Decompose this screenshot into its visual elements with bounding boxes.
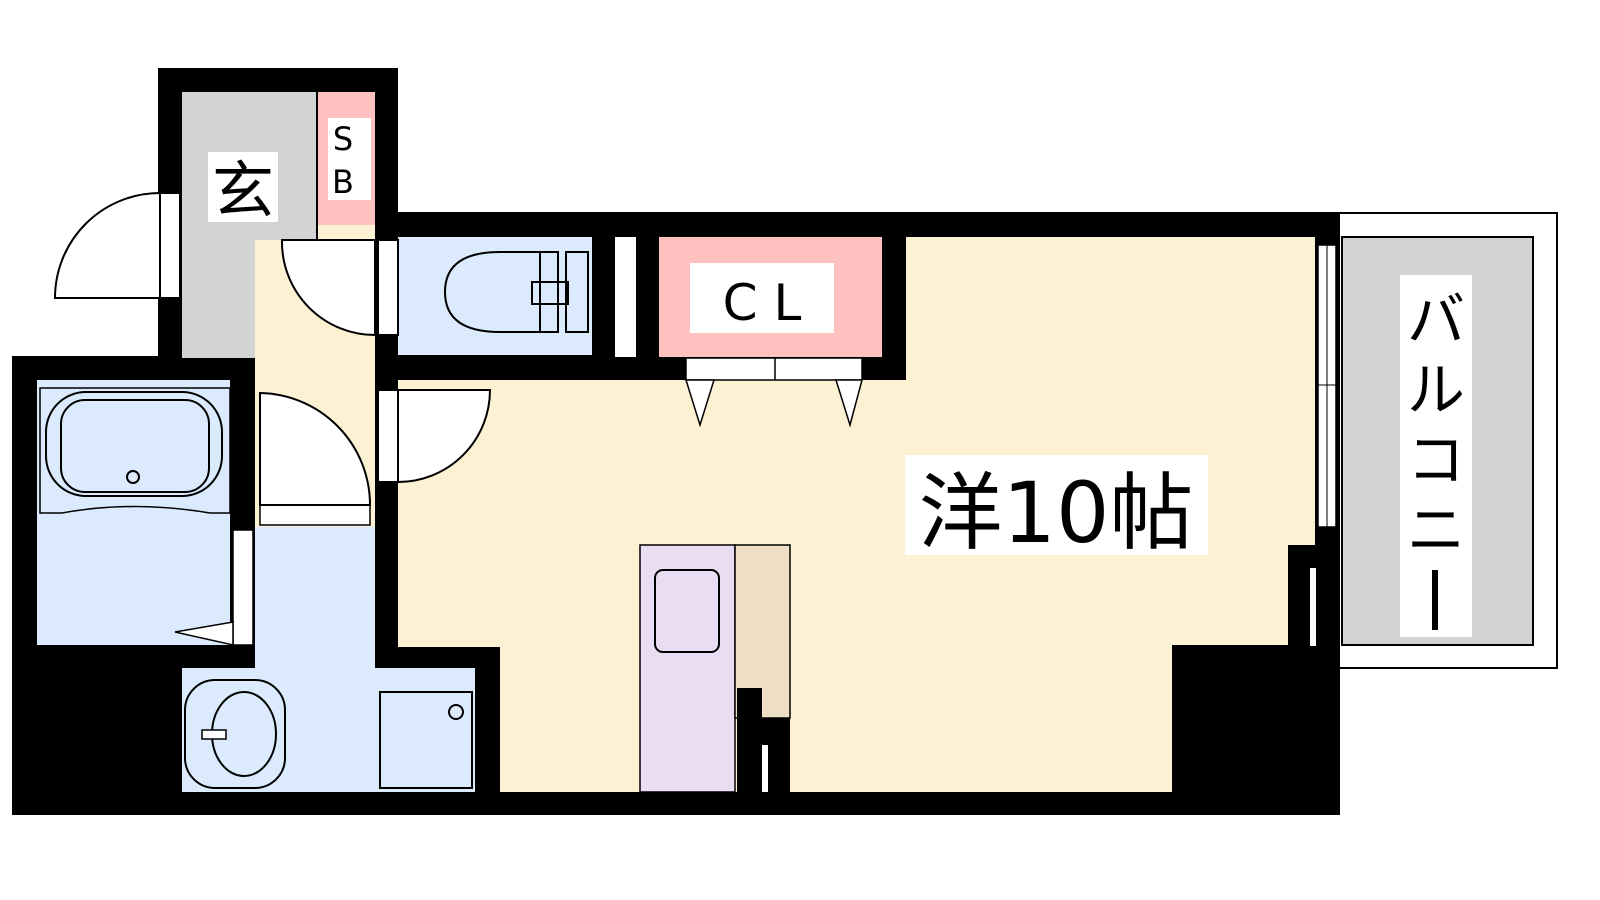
washroom-door[interactable] <box>259 391 372 526</box>
sink-icon <box>654 569 720 653</box>
pipe-space <box>615 237 636 357</box>
balcony-label-char: ニ <box>1407 496 1465 564</box>
balcony-label-char: ル <box>1407 356 1465 424</box>
balcony-window[interactable] <box>1317 244 1337 528</box>
bathtub-icon <box>39 387 231 514</box>
western-room <box>398 237 1315 792</box>
room-door[interactable] <box>377 389 492 484</box>
toilet-door-swing <box>280 239 376 337</box>
entry-door-swing <box>53 191 161 299</box>
bathroom <box>37 380 254 646</box>
bathroom-door-panel[interactable] <box>232 529 254 646</box>
washing-machine-space <box>379 691 473 789</box>
side-window[interactable] <box>1310 568 1316 646</box>
toilet-door-panel[interactable] <box>377 239 399 336</box>
shoe-box: S B <box>318 92 375 240</box>
entry-door-panel[interactable] <box>159 192 181 299</box>
washroom <box>182 527 475 792</box>
balcony-label-bar <box>1432 570 1438 630</box>
balcony-label-char: バ <box>1407 286 1465 354</box>
shoe-box-label: S <box>333 120 353 158</box>
closet-doors[interactable] <box>684 357 863 428</box>
kitchen <box>639 544 791 793</box>
closet-label: C L <box>723 274 802 332</box>
western-room-label: 洋10帖 <box>919 464 1194 562</box>
entrance: 玄 <box>53 92 316 358</box>
entrance-label: 玄 <box>212 154 274 227</box>
washbasin-icon <box>184 679 286 789</box>
toilet-room <box>280 237 592 355</box>
toilet-icon <box>443 251 541 333</box>
shoe-box-label: B <box>332 163 354 201</box>
balcony: バ ル コ ニ <box>1329 212 1558 669</box>
closet: C L <box>659 237 882 357</box>
balcony-label-char: コ <box>1407 426 1465 494</box>
